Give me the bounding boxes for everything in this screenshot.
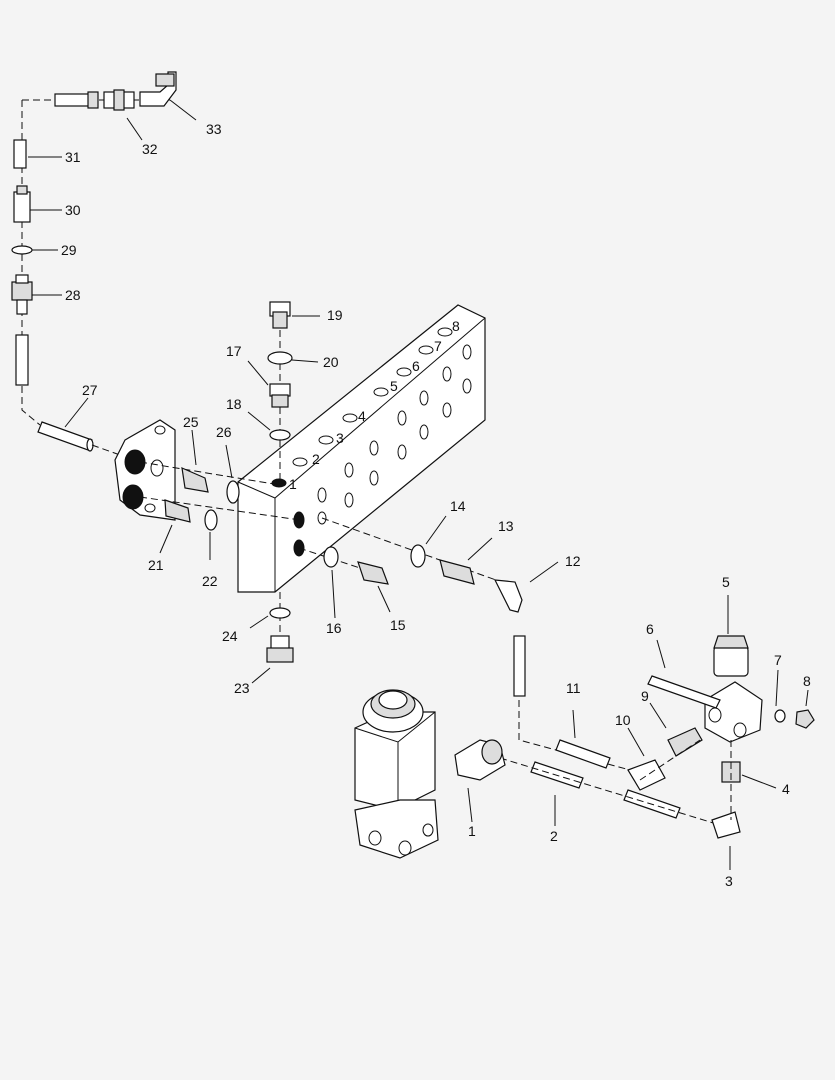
callout-port-8: 8 [452, 318, 460, 334]
part-9-adapter [667, 727, 703, 757]
callout-13: 13 [498, 518, 514, 534]
callout-20: 20 [323, 354, 339, 370]
part-21-fitting [164, 499, 191, 523]
callout-30: 30 [65, 202, 81, 218]
part-29-oring [11, 245, 33, 255]
part-22-oring [204, 509, 218, 531]
callout-port-6: 6 [412, 358, 420, 374]
right-valve-assembly [627, 595, 815, 870]
callout-19: 19 [327, 307, 343, 323]
callout-25: 25 [183, 414, 199, 430]
part-3-elbow [711, 811, 741, 839]
callout-7: 7 [774, 652, 782, 668]
callout-27: 27 [82, 382, 98, 398]
callout-14: 14 [450, 498, 466, 514]
callout-15: 15 [390, 617, 406, 633]
callout-port-2: 2 [312, 451, 320, 467]
part-27-tube-vertical [15, 334, 29, 386]
callout-28: 28 [65, 287, 81, 303]
callout-port-4: 4 [358, 408, 366, 424]
callout-port-1: 1 [289, 476, 297, 492]
bottom-fittings [249, 592, 294, 684]
callout-8: 8 [803, 673, 811, 689]
callout-31: 31 [65, 149, 81, 165]
part-26-oring [226, 480, 240, 504]
part-27-tube [37, 397, 121, 456]
callout-16: 16 [326, 620, 342, 636]
callout-port-5: 5 [390, 378, 398, 394]
part-5-filter [713, 645, 749, 677]
part-18-oring [269, 429, 291, 441]
part-8-nut [795, 709, 815, 729]
part-23-plug [266, 647, 294, 663]
part-20-oring [267, 351, 293, 365]
part-10-elbow [627, 759, 666, 791]
callout-21: 21 [148, 557, 164, 573]
part-31-tube [13, 139, 27, 169]
port-1 [271, 478, 287, 488]
part-7-washer [774, 709, 786, 723]
part-33-elbow [139, 71, 177, 107]
part-6-bolt [647, 675, 721, 709]
callout-33: 33 [206, 121, 222, 137]
part-14-oring [410, 544, 426, 568]
left-fittings [139, 429, 301, 560]
part-12-elbow [493, 579, 523, 613]
valve-body [704, 681, 763, 743]
callout-18: 18 [226, 396, 242, 412]
part-13-adapter [439, 559, 475, 585]
part-24-oring [269, 607, 291, 619]
right-fittings [298, 515, 559, 619]
callout-6: 6 [646, 621, 654, 637]
part-11-tube [555, 739, 611, 769]
callout-3: 3 [725, 873, 733, 889]
part-25-fitting [181, 467, 209, 493]
solenoid-valve [354, 689, 506, 859]
callout-32: 32 [142, 141, 158, 157]
callout-24: 24 [222, 628, 238, 644]
callout-12: 12 [565, 553, 581, 569]
callout-29: 29 [61, 242, 77, 258]
part-15-plug [357, 561, 389, 585]
callout-11: 11 [566, 680, 581, 696]
manifold-end-plate [114, 419, 176, 521]
part-17-fitting [269, 383, 291, 397]
callout-4: 4 [782, 781, 790, 797]
part-31-hose-top [54, 93, 91, 107]
callout-10: 10 [615, 712, 631, 728]
top-left-hose-assembly [11, 71, 197, 426]
part-30-fitting [13, 191, 31, 223]
top-fittings-stack [247, 301, 320, 480]
callout-port-3: 3 [336, 430, 344, 446]
part-28-fitting [11, 281, 33, 301]
part-16-oring [323, 546, 339, 568]
callout-26: 26 [216, 424, 232, 440]
callout-17: 17 [226, 343, 242, 359]
manifold-block [237, 304, 486, 593]
callout-23: 23 [234, 680, 250, 696]
callout-2: 2 [550, 828, 558, 844]
callout-5: 5 [722, 574, 730, 590]
callout-22: 22 [202, 573, 218, 589]
callout-1: 1 [468, 823, 476, 839]
callout-port-7: 7 [434, 338, 442, 354]
callout-9: 9 [641, 688, 649, 704]
lower-tubes [499, 635, 721, 826]
